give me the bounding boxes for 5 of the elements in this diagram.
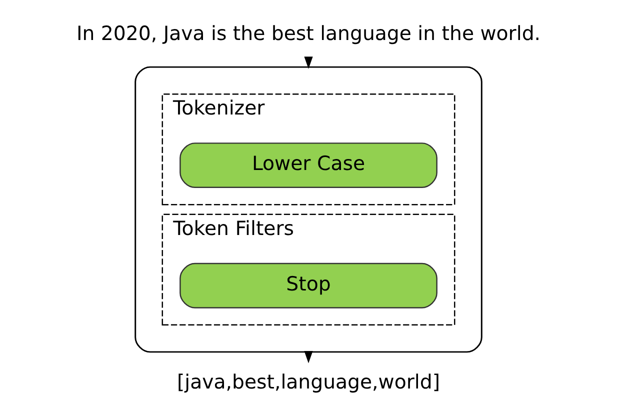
node-text: [java,best,language,world] xyxy=(176,370,440,394)
cluster xyxy=(134,66,482,353)
node-box: Stop xyxy=(180,262,438,308)
node-box: Lower Case xyxy=(180,142,438,188)
node-text: In 2020, Java is the best language in the world. xyxy=(76,22,541,45)
